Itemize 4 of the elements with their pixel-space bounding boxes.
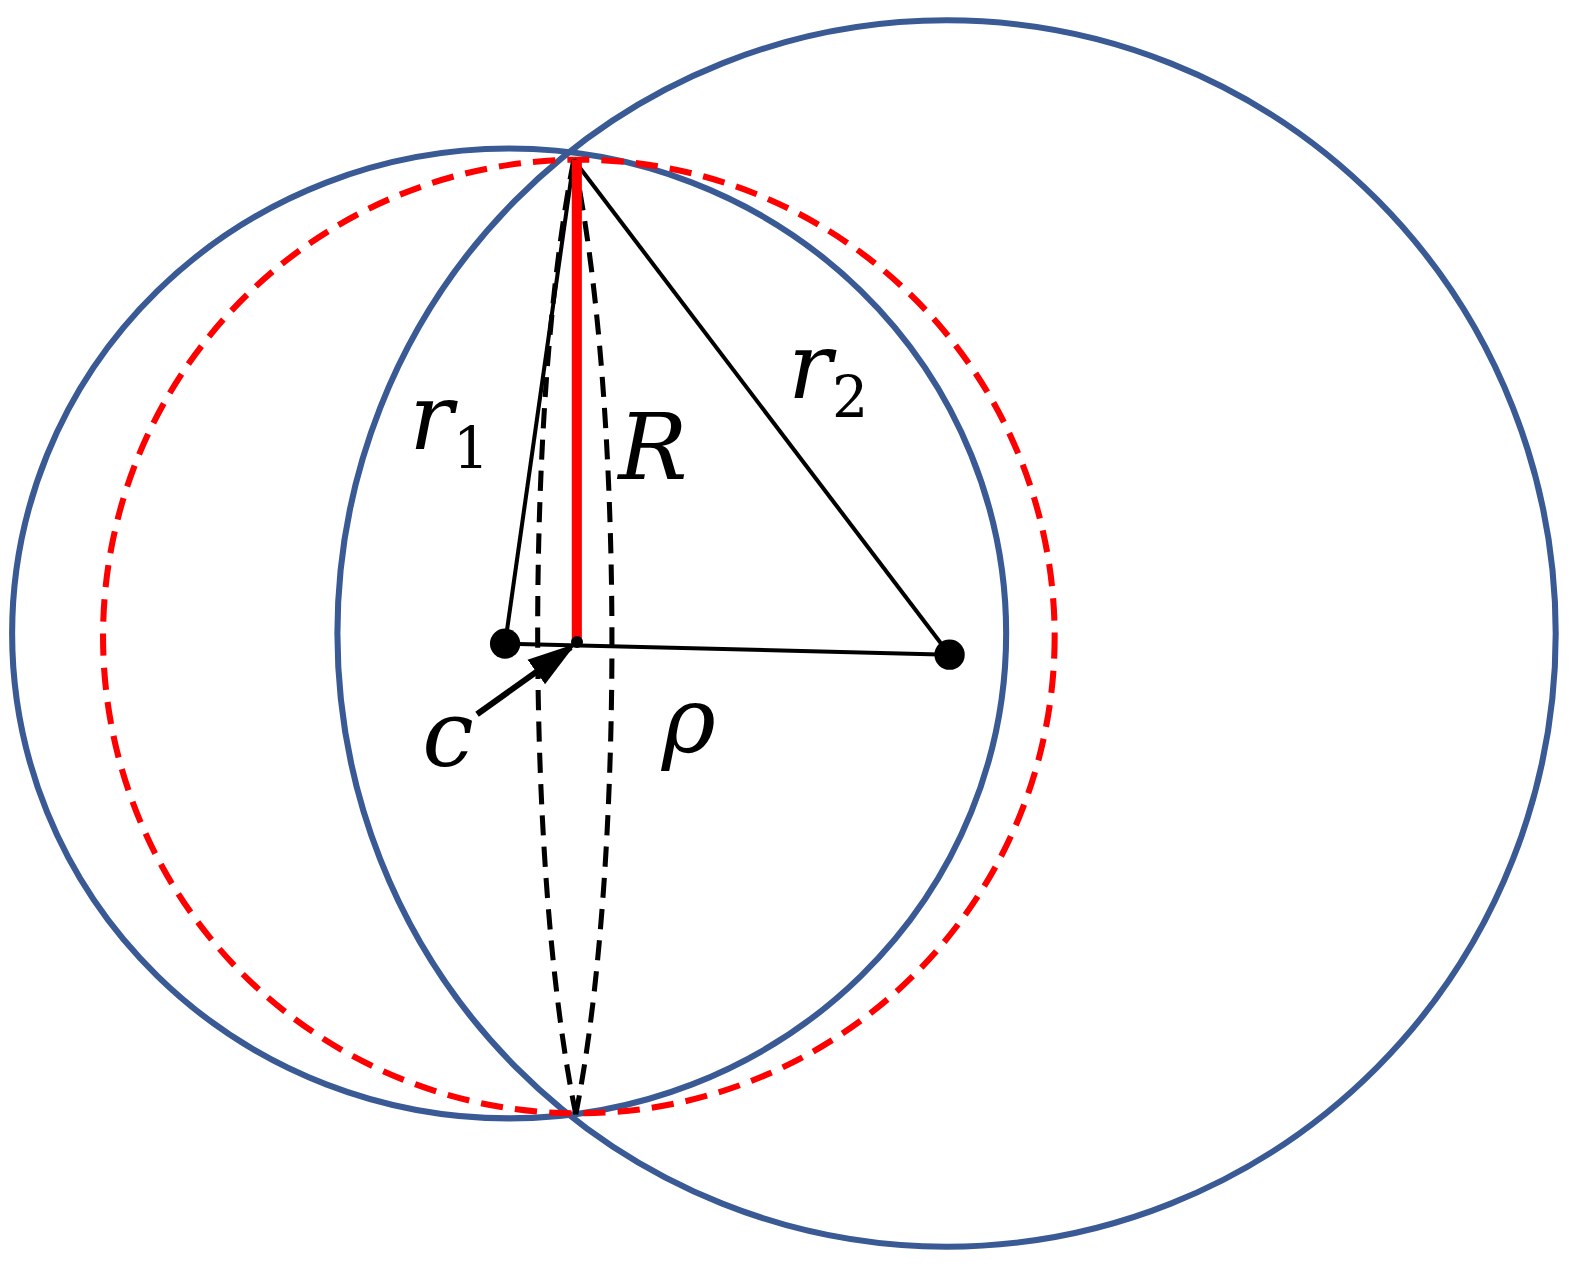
variable-label: r$_{2}$: [787, 321, 869, 427]
variable-label: R: [618, 402, 688, 495]
variable-label: c: [422, 688, 474, 781]
variable-label: r$_{1}$: [409, 371, 490, 478]
